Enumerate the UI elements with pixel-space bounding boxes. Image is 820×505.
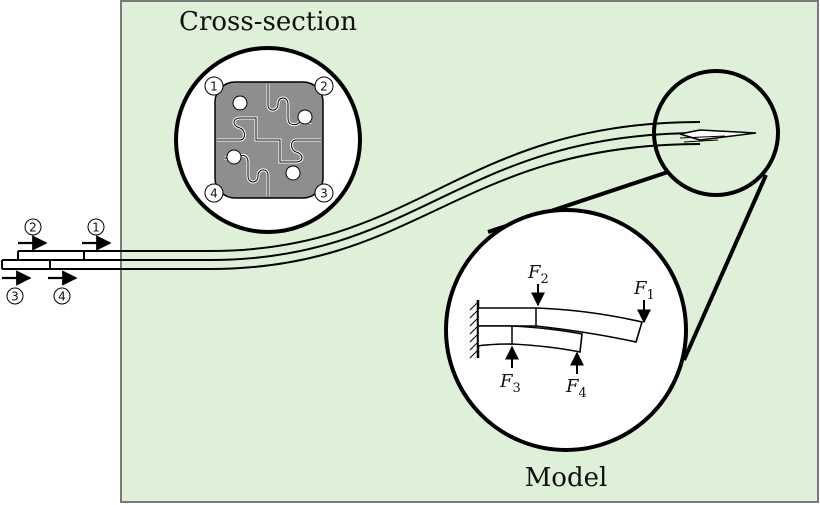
cross-section-label-3: 3 [314,183,334,203]
cross-section-label-1: 1 [204,76,224,96]
input-label-3: 3 [6,287,24,305]
input-labels: 2 1 3 4 [6,218,105,305]
svg-text:4: 4 [58,290,66,304]
tendon-bundle [1,121,701,270]
cross-section-label-2: 2 [314,76,334,96]
tip-detail-circle [652,69,780,197]
input-label-4: 4 [53,287,71,305]
cross-section-view: 1 2 4 3 [174,46,362,234]
svg-text:3: 3 [11,290,19,304]
tendon-bottom [2,143,701,270]
input-label-1: 1 [87,218,105,236]
input-arrows [2,235,112,286]
force-label-f2: F2 [527,262,549,287]
cross-section-label-4: 4 [204,183,224,203]
force-label-f3: F3 [499,371,521,396]
input-label-2: 2 [24,218,42,236]
force-label-f4: F4 [565,376,587,401]
force-label-f1: F1 [633,278,655,303]
svg-text:4: 4 [210,187,218,201]
model-view: F2 F1 F3 F4 [444,208,688,452]
cross-section-title: Cross-section [179,7,357,37]
tendon-middle [2,132,701,261]
svg-text:3: 3 [320,187,328,201]
model-title: Model [525,463,608,493]
svg-text:1: 1 [92,221,100,235]
svg-text:1: 1 [210,80,218,94]
tendon-top [18,121,701,252]
svg-text:2: 2 [29,221,37,235]
svg-text:2: 2 [320,80,328,94]
